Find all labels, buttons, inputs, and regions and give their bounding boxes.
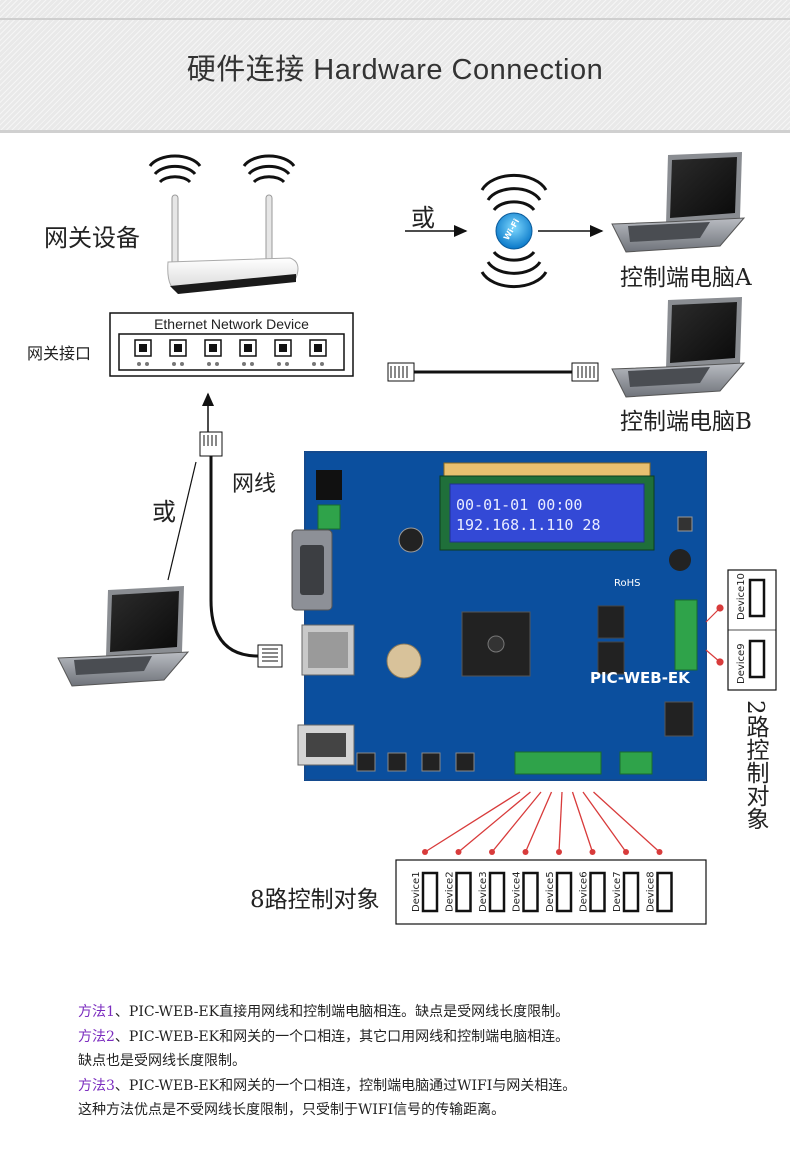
method-notes: 方法1、PIC-WEB-EK直接用网线和控制端电脑相连。缺点是受网线长度限制。 … bbox=[78, 1000, 758, 1123]
output-wire bbox=[458, 791, 531, 853]
coin-battery bbox=[386, 643, 422, 679]
relay-2 bbox=[597, 641, 625, 675]
rohs-mark: RoHS bbox=[614, 578, 640, 589]
pc-a-label: 控制端电脑A bbox=[620, 265, 752, 291]
relay-wire-1 bbox=[705, 604, 724, 623]
method-2-text: 、PIC-WEB-EK和网关的一个口相连，其它口用网线和控制端电脑相连。 bbox=[114, 1028, 570, 1045]
output-wire bbox=[558, 791, 563, 853]
pic-web-ek-board: RoHS PIC-WEB-EK 00-01-01 00:00 192.168.1… bbox=[291, 451, 707, 781]
device-slot: Device7 bbox=[612, 871, 640, 913]
device-slot-label: Device1 bbox=[411, 871, 422, 912]
eight-target-box bbox=[395, 859, 707, 925]
relay-1 bbox=[597, 605, 625, 639]
relay-terminal bbox=[674, 599, 698, 671]
output-wire-end bbox=[589, 849, 596, 855]
device-slot: Device8 bbox=[646, 871, 673, 913]
device-slot-label: Device2 bbox=[445, 871, 456, 912]
output-wire bbox=[571, 791, 594, 853]
relay-device-label-0: Device10 bbox=[736, 573, 747, 620]
method-1-text: 、PIC-WEB-EK直接用网线和控制端电脑相连。缺点是受网线长度限制。 bbox=[114, 1004, 570, 1020]
output-wire bbox=[524, 791, 553, 853]
device-slot: Device5 bbox=[545, 871, 573, 913]
output-wire bbox=[424, 791, 521, 853]
ethernet-port bbox=[169, 339, 187, 366]
method-2-cont: 缺点也是受网线长度限制。 bbox=[78, 1053, 246, 1069]
device-slot: Device2 bbox=[445, 871, 472, 913]
method-2: 方法2、PIC-WEB-EK和网关的一个口相连，其它口用网线和控制端电脑相连。 bbox=[78, 1025, 758, 1050]
page-title: 硬件连接 Hardware Connection bbox=[186, 54, 604, 86]
laptop-direct-icon bbox=[57, 586, 190, 687]
output-wires bbox=[422, 791, 663, 855]
device-slot: Device1 bbox=[411, 871, 439, 913]
relay-device-label-1: Device9 bbox=[736, 643, 747, 684]
device-slot: Device6 bbox=[579, 871, 606, 913]
router-antenna-right bbox=[242, 154, 296, 266]
eight-target-label: 8路控制对象 bbox=[250, 887, 380, 913]
power-jack bbox=[316, 470, 342, 500]
ethernet-port bbox=[239, 339, 257, 366]
laptop-b-icon bbox=[611, 297, 746, 398]
device-slot-label: Device6 bbox=[579, 871, 590, 912]
device-slot-label: Device3 bbox=[478, 871, 489, 912]
method-1-tag: 方法1 bbox=[78, 1004, 115, 1020]
cable-label: 网线 bbox=[232, 472, 277, 497]
laptop-a-icon bbox=[611, 152, 746, 253]
lcd-screen bbox=[449, 483, 645, 543]
cable-or-label: 或 bbox=[152, 498, 176, 526]
output-wire-end bbox=[455, 849, 462, 855]
header-divider bbox=[0, 18, 790, 20]
method-1: 方法1、PIC-WEB-EK直接用网线和控制端电脑相连。缺点是受网线长度限制。 bbox=[78, 1000, 758, 1025]
alternate-path-line bbox=[167, 461, 197, 581]
output-wire-end bbox=[556, 849, 562, 855]
ethernet-port bbox=[309, 339, 327, 366]
eight-target-devices: Device1 Device2 Device3 Device4 Device5 Devic… bbox=[411, 871, 673, 913]
wifi-icon bbox=[480, 173, 548, 289]
method-3-tag: 方法3 bbox=[78, 1077, 115, 1094]
lcd-line-2: 192.168.1.110 28 bbox=[456, 516, 601, 534]
device-slot-label: Device7 bbox=[612, 871, 623, 912]
router-icon bbox=[148, 154, 299, 294]
device-slot-label: Device8 bbox=[646, 871, 657, 912]
output-wire-end bbox=[489, 849, 495, 855]
lan-cable-board bbox=[199, 431, 283, 668]
ethernet-ports bbox=[134, 339, 327, 366]
output-wire bbox=[593, 791, 660, 853]
lan-cable-pc-b bbox=[387, 362, 599, 382]
device-slot: Device4 bbox=[512, 871, 539, 913]
board-name: PIC-WEB-EK bbox=[590, 669, 691, 687]
output-wire-end bbox=[656, 849, 663, 855]
relay-wire-2 bbox=[705, 649, 724, 666]
method-3-text: 、PIC-WEB-EK和网关的一个口相连，控制端电脑通过WIFI与网关相连。 bbox=[114, 1077, 577, 1094]
buzzer bbox=[669, 549, 691, 571]
method-3: 方法3、PIC-WEB-EK和网关的一个口相连，控制端电脑通过WIFI与网关相连… bbox=[78, 1074, 758, 1099]
wifi-or-label: 或 bbox=[411, 204, 435, 232]
output-wire bbox=[582, 791, 627, 853]
relay-target-box: Device10 Device9 bbox=[727, 569, 777, 691]
gateway-port-label: 网关接口 bbox=[27, 344, 92, 363]
gateway-title: 网关设备 bbox=[44, 224, 140, 252]
ethernet-port bbox=[134, 339, 152, 366]
method-3-cont: 这种方法优点是不受网线长度限制，只受制于WIFI信号的传输距离。 bbox=[78, 1102, 506, 1118]
ethernet-port bbox=[204, 339, 222, 366]
ethernet-device-label: Ethernet Network Device bbox=[154, 316, 309, 332]
ethernet-port bbox=[274, 339, 292, 366]
router-antenna-left bbox=[148, 154, 202, 266]
device-slot-label: Device5 bbox=[545, 871, 556, 912]
header-banner: 硬件连接 Hardware Connection bbox=[0, 0, 790, 133]
relay-target-label: 2路控制对象 bbox=[742, 700, 768, 830]
device-slot-label: Device4 bbox=[512, 871, 523, 912]
output-wire-end bbox=[623, 849, 629, 855]
output-wire-end bbox=[422, 849, 428, 855]
device-slot: Device3 bbox=[478, 871, 506, 913]
output-wire bbox=[491, 791, 542, 853]
output-wire-end bbox=[522, 849, 529, 855]
lcd-line-1: 00-01-01 00:00 bbox=[456, 496, 582, 514]
method-2-tag: 方法2 bbox=[78, 1028, 115, 1045]
output-terminal bbox=[514, 751, 602, 775]
capacitor bbox=[398, 527, 424, 553]
pc-b-label: 控制端电脑B bbox=[620, 409, 752, 435]
